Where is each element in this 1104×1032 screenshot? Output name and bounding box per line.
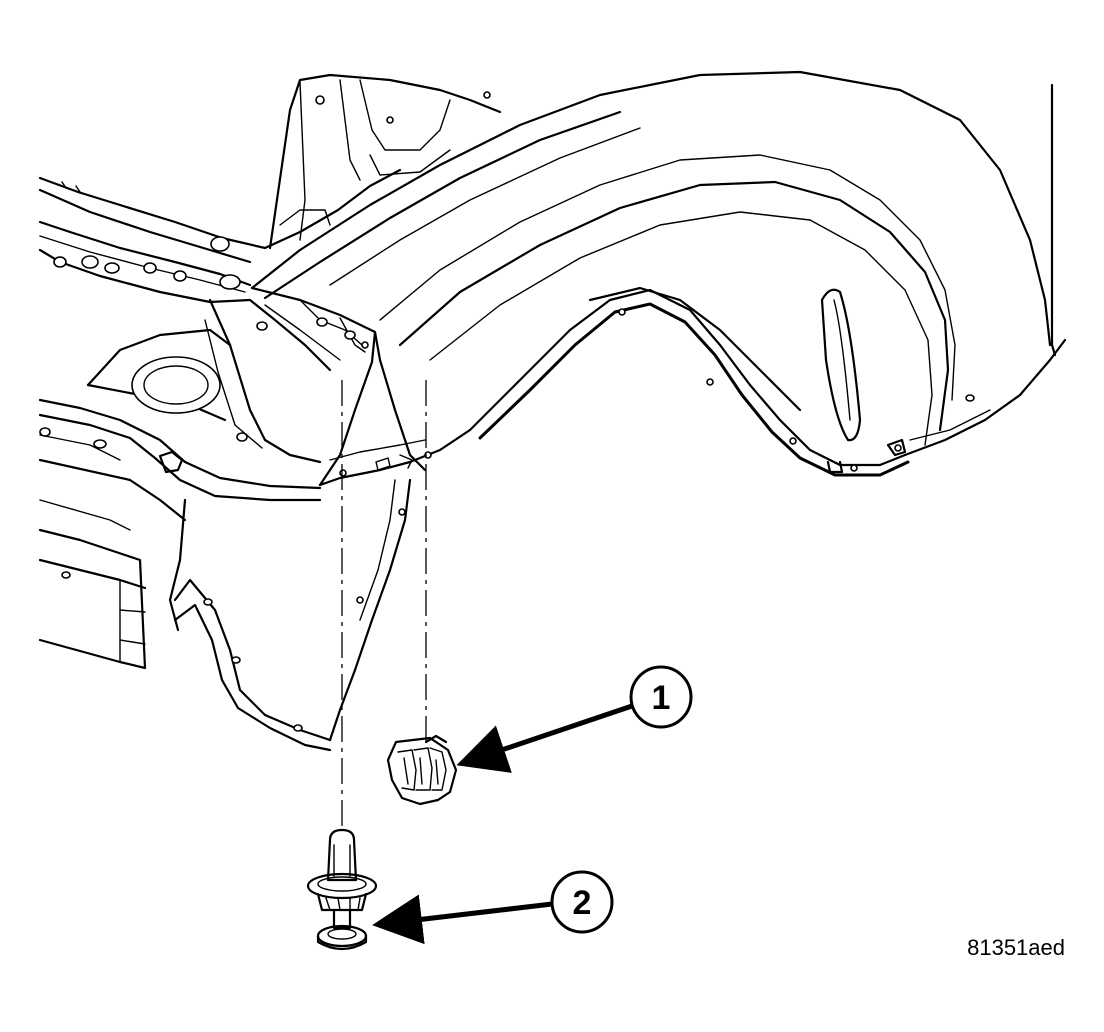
clip-part bbox=[386, 734, 458, 806]
callout-1-label: 1 bbox=[652, 679, 671, 717]
push-pin-retainer-part bbox=[306, 828, 378, 951]
fender-panel bbox=[250, 70, 1067, 742]
callout-2-circle bbox=[550, 870, 614, 934]
callout-2-label: 2 bbox=[573, 884, 592, 922]
leader-arrow-1 bbox=[456, 703, 633, 773]
callout-1: 1 bbox=[456, 665, 693, 773]
callout-2: 2 bbox=[372, 870, 614, 945]
figure-id: 81351aed bbox=[967, 935, 1065, 960]
leader-arrow-2 bbox=[372, 894, 553, 945]
body-structure bbox=[38, 73, 502, 752]
callout-1-circle bbox=[629, 665, 693, 729]
